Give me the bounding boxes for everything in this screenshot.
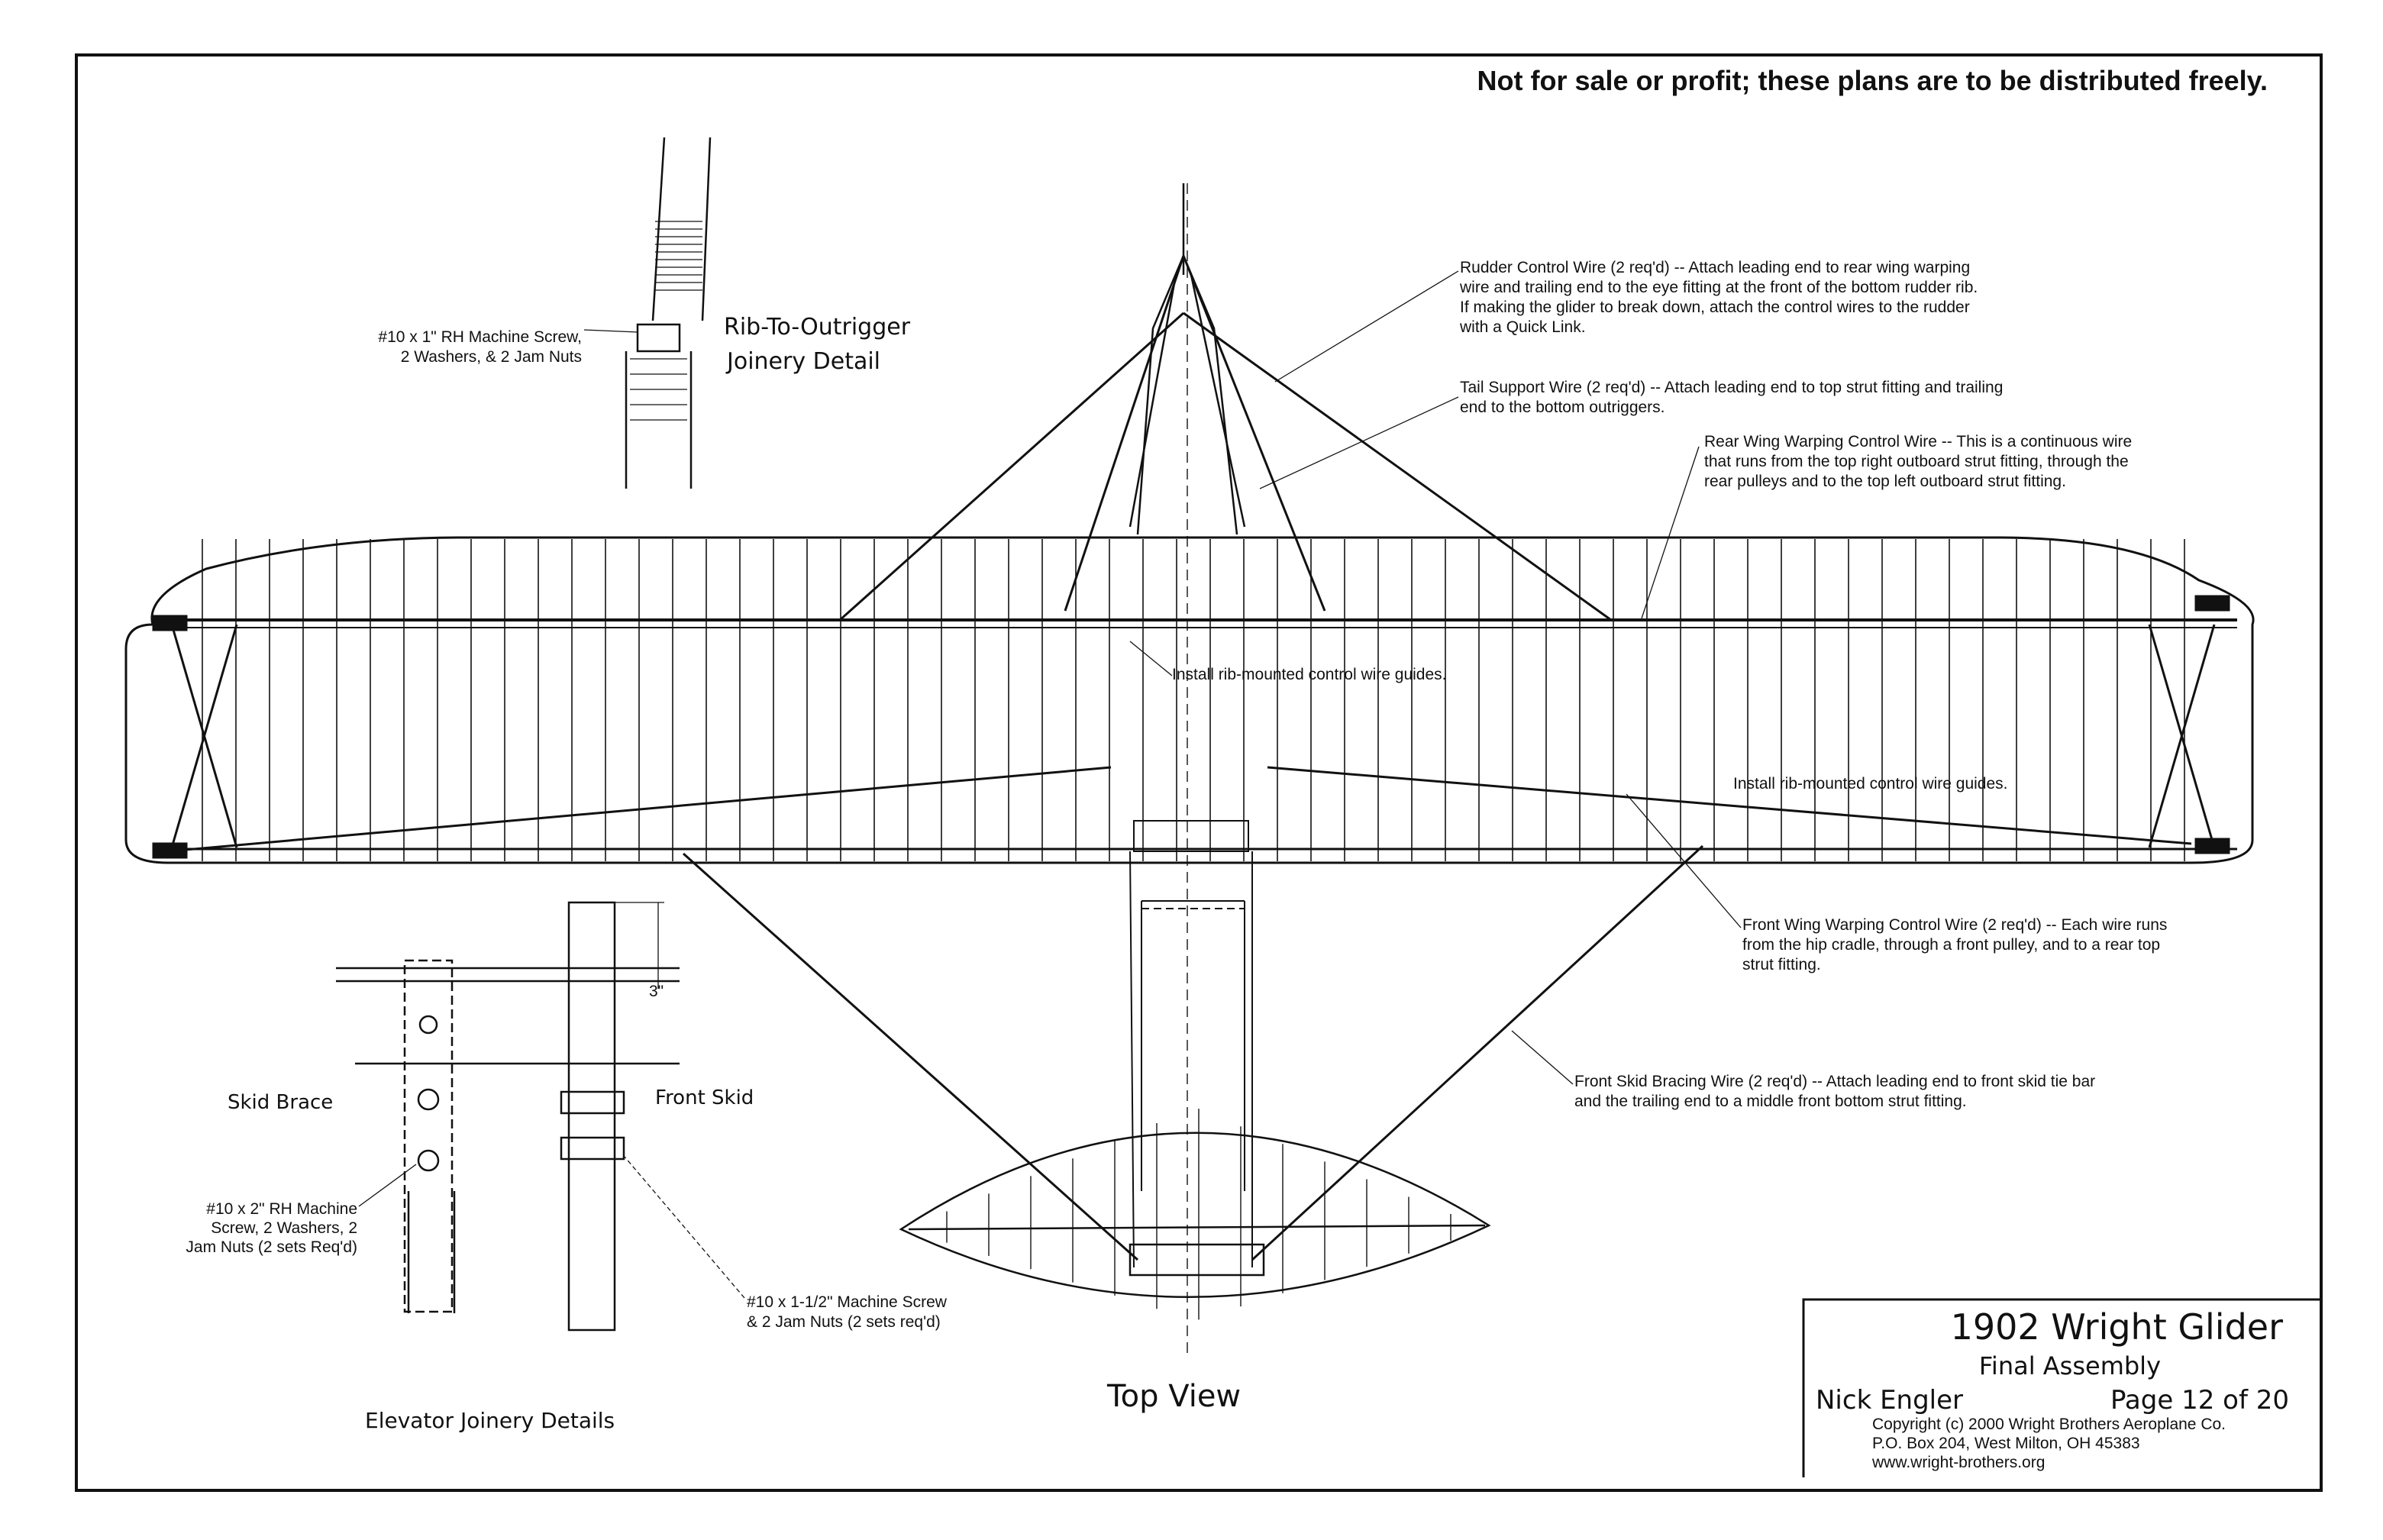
outrigger [1129,851,1135,1268]
dimension-3-inch: 3" [649,983,664,1000]
rear-warp-callout-3: rear pulleys and to the top left outboar… [1704,473,2066,490]
sheet-border [75,53,2323,1492]
outrigger-lower [625,351,693,489]
screw-head [417,1149,440,1172]
elevator-spar [908,1224,1486,1231]
front-warp-callout-2: from the hip cradle, through a front pul… [1742,936,2160,954]
callout-leader [1641,446,1700,619]
rear-warp-callout-2: that runs from the top right outboard st… [1704,453,2129,470]
tail-callout-1: Tail Support Wire (2 req'd) -- Attach le… [1460,379,2003,396]
callout-leader [1511,1030,1574,1085]
callout-leader [1626,793,1742,928]
rudder-callout-4: with a Quick Link. [1459,318,1586,336]
elevator-callout-right-2: & 2 Jam Nuts (2 sets req'd) [747,1313,941,1331]
title-block: 1902 Wright Glider Final Assembly Nick E… [1802,1298,2321,1477]
callout-leader [358,1164,417,1207]
elevator-joinery-detail [336,901,745,1332]
skid-bracing-callout-1: Front Skid Bracing Wire (2 req'd) -- Att… [1574,1073,2095,1090]
lashing [655,221,702,291]
callout-leader [1129,641,1173,676]
skid-bracing-callout-2: and the trailing end to a middle front b… [1574,1093,1967,1110]
tail-callout-2: end to the bottom outriggers. [1460,399,1665,416]
rear-warp-callout-1: Rear Wing Warping Control Wire -- This i… [1704,433,2132,450]
copyright: Copyright (c) 2000 Wright Brothers Aerop… [1872,1416,2226,1433]
tail-strut [1182,255,1326,612]
guides-callout-mid: Install rib-mounted control wire guides. [1733,775,2008,793]
wing-outline [124,536,2255,864]
center-section [1129,183,1253,1359]
elevator-callout-left-1: #10 x 2" RH Machine [206,1200,357,1218]
tail-strut [1129,274,1177,528]
rudder-control-wire [1183,312,1612,621]
page-number: Page 12 of 20 [2110,1385,2289,1416]
skid-brace [403,959,454,1313]
strut-fitting [152,615,188,631]
top-view-title: Top View [1106,1379,1241,1414]
outboard-brace [170,624,238,848]
callout-leader [624,1156,745,1299]
strut-fitting [2194,838,2230,854]
skid-bracing-wire [683,852,1138,1261]
elevator [899,1109,1491,1320]
rudder-control-wire [839,312,1184,621]
address: P.O. Box 204, West Milton, OH 45383 [1872,1435,2140,1452]
front-warp-callout-1: Front Wing Warping Control Wire (2 req'd… [1742,916,2167,934]
rib-callout-2: 2 Washers, & 2 Jam Nuts [401,348,582,366]
control-wires [167,766,2192,1261]
elevator-callout-left-3: Jam Nuts (2 sets Req'd) [186,1238,357,1256]
skid-clamp [560,1090,625,1115]
skid-bracing-wire [1251,844,1704,1261]
elevator-tie-bar [1129,1243,1265,1277]
tail-strut [1190,274,1246,528]
title-block-border [1802,1298,2321,1477]
callout-leader [583,329,638,333]
callout-leader [1259,396,1459,489]
skid-brace-end [407,1191,456,1313]
rudder-callout-1: Rudder Control Wire (2 req'd) -- Attach … [1460,259,1970,276]
front-warp-wire [1267,766,2192,845]
elevator-callout-left-2: Screw, 2 Washers, 2 [211,1219,357,1237]
rudder-assembly [839,183,1612,621]
author: Nick Engler [1816,1385,1963,1416]
front-skid-label: Front Skid [655,1086,754,1109]
subtitle: Final Assembly [1979,1351,2161,1380]
screw-head [417,1088,440,1111]
strut-fitting [2194,595,2230,612]
front-warp-callout-3: strut fitting. [1742,956,1821,973]
skid-clamp [560,1136,625,1161]
rib-callout-1: #10 x 1" RH Machine Screw, [378,328,582,346]
website: www.wright-brothers.org [1871,1454,2045,1471]
front-warp-wire [167,766,1112,853]
rudder-callout-3: If making the glider to break down, atta… [1460,299,1970,316]
skid-brace-label: Skid Brace [228,1091,333,1114]
rudder-callout-2: wire and trailing end to the eye fitting… [1459,279,1978,296]
joinery-block [636,323,681,353]
callout-leader [1274,270,1459,383]
hip-cradle [1133,820,1249,852]
rib-detail-title-2: Joinery Detail [725,348,880,375]
rib-outrigger-detail [583,137,712,489]
wing-ribs [202,539,2185,861]
front-skid [567,901,616,1332]
guides-callout-top: Install rib-mounted control wire guides. [1172,666,1447,683]
tail-strut [1064,255,1185,612]
elevator-details-title: Elevator Joinery Details [365,1408,615,1433]
callout-leaders [1129,270,1742,1085]
title: 1902 Wright Glider [1951,1306,2284,1348]
rib-section [630,358,687,421]
outboard-brace [2148,624,2216,848]
rib-detail-title-1: Rib-To-Outrigger [724,314,911,341]
screw-head [418,1015,438,1035]
elevator-ribs [946,1109,1451,1320]
distribution-notice: Not for sale or profit; these plans are … [1477,65,2268,96]
elevator-callout-right-1: #10 x 1-1/2" Machine Screw [747,1293,948,1311]
elevator-outline [899,1132,1491,1298]
main-wing [124,536,2255,864]
